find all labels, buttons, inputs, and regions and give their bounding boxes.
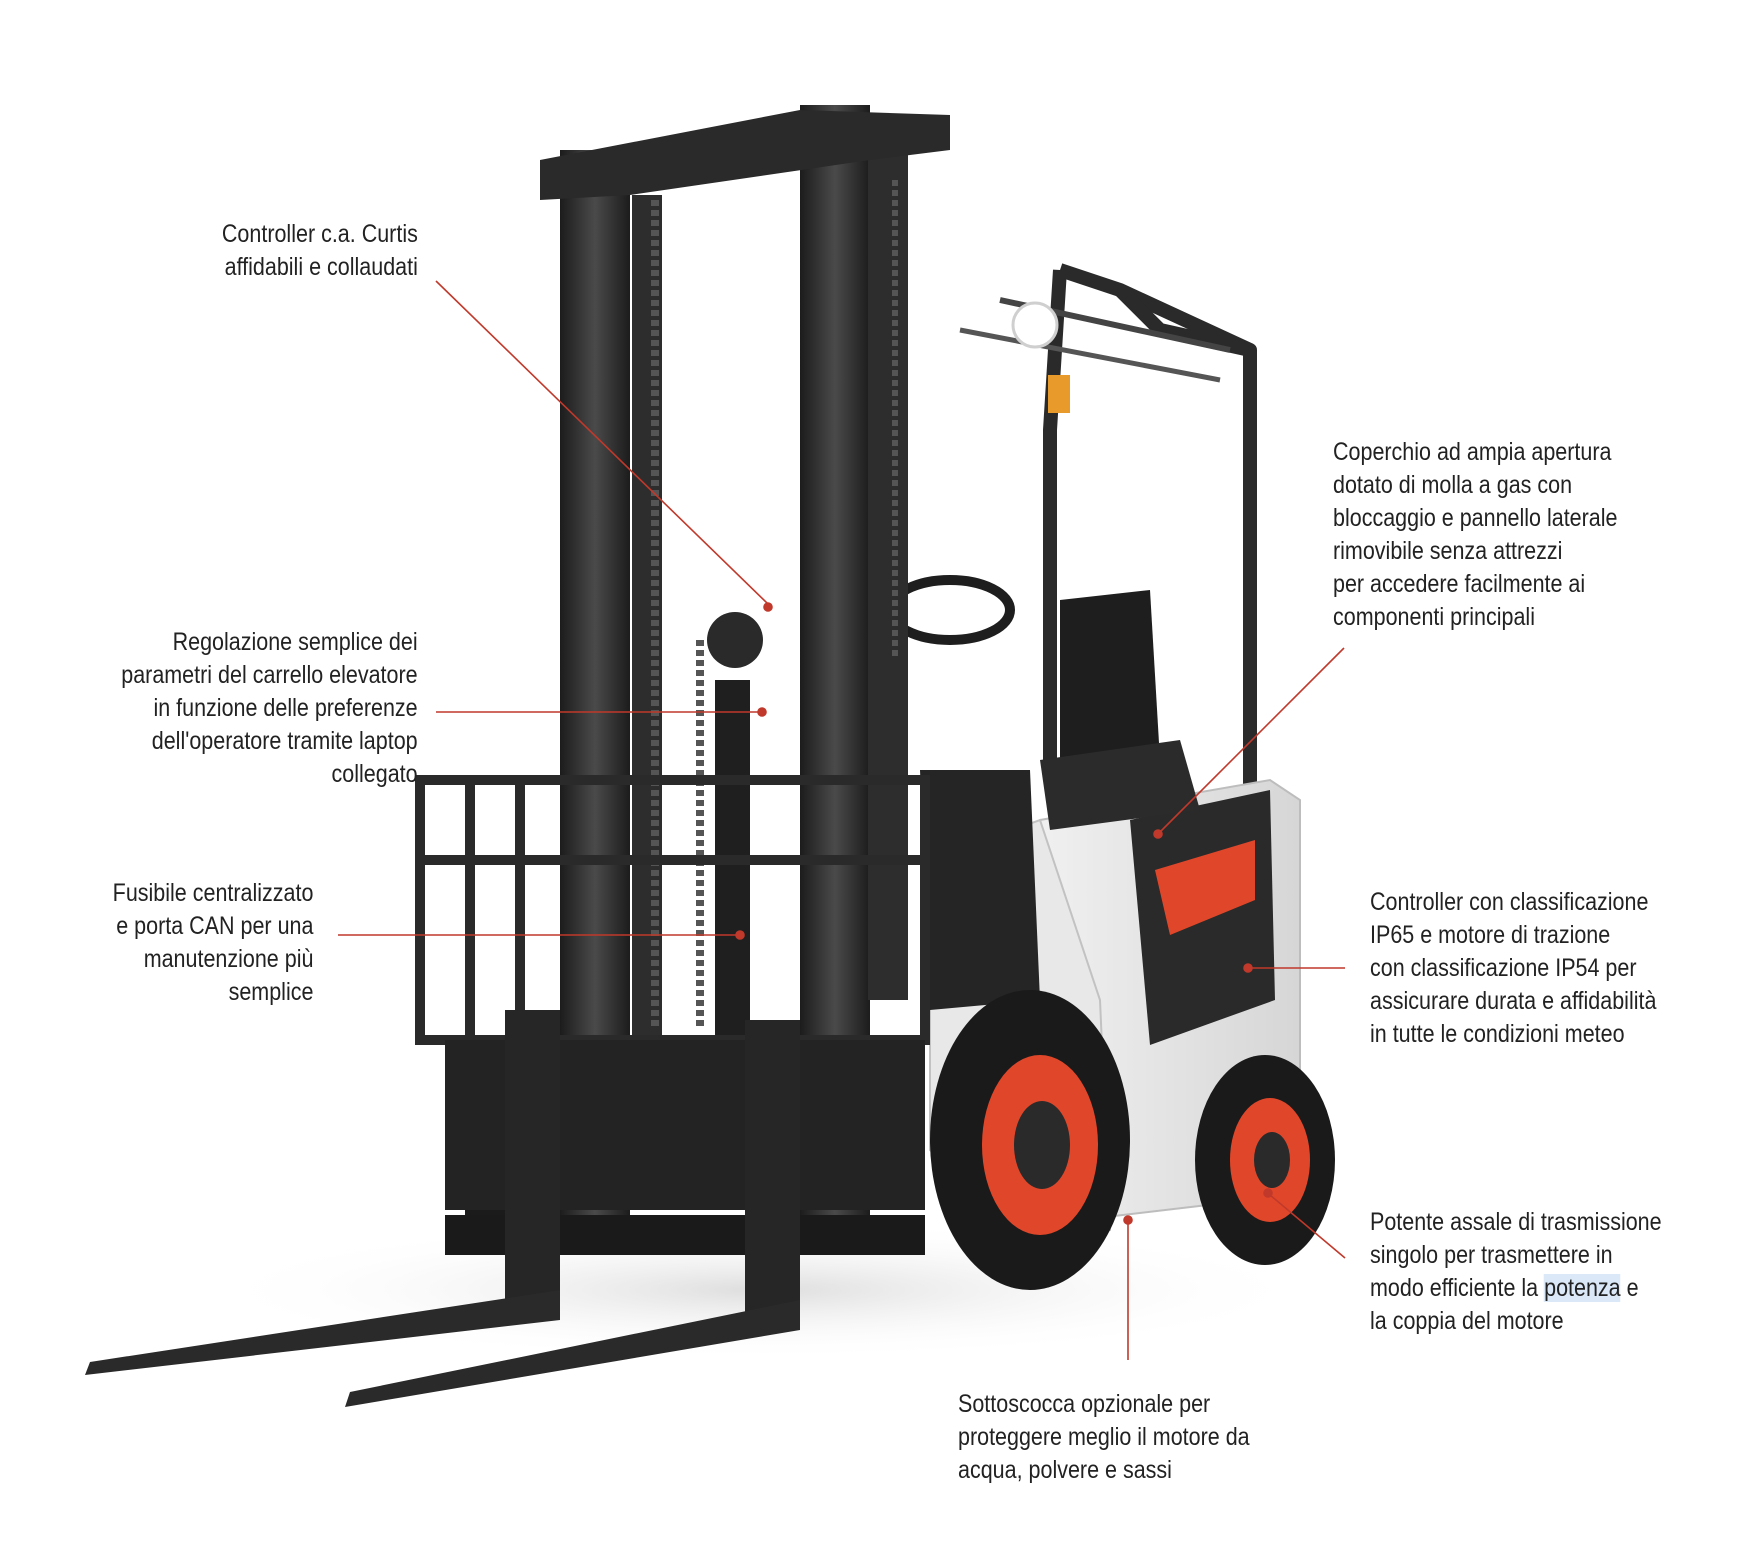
callout-axle-line: modo efficiente la potenza e [1370, 1272, 1662, 1305]
leader-curtis [435, 280, 769, 605]
callout-cover-line: rimovibile senza attrezzi [1333, 537, 1563, 565]
callout-fuse-line: Fusibile centralizzato [112, 879, 313, 907]
callout-curtis-line: Controller c.a. Curtis [222, 220, 418, 248]
fork-left [85, 1290, 560, 1375]
callout-curtis-line: affidabili e collaudati [224, 253, 418, 281]
orange-accent [1155, 840, 1255, 935]
chain-pulley [707, 612, 763, 668]
callout-axle-line: la coppia del motore [1370, 1307, 1564, 1335]
leader-dot-fuse [735, 930, 745, 940]
callout-undercarriage-line: proteggere meglio il motore da [958, 1423, 1250, 1451]
callout-laptop-line: in funzione delle preferenze [153, 694, 418, 722]
leader-dot-undercarriage [1123, 1215, 1133, 1225]
callout-axle-text: modo efficiente la [1370, 1274, 1545, 1302]
fork-left-shank [505, 1010, 560, 1300]
callout-cover-line: Coperchio ad ampia apertura [1333, 438, 1612, 466]
callout-ip65-line: assicurare durata e affidabilità [1370, 987, 1657, 1015]
callout-axle-line: singolo per trasmettere in [1370, 1241, 1613, 1269]
callout-laptop-line: dell'operatore tramite laptop [152, 727, 418, 755]
callout-axle-line: Potente assale di trasmissione [1370, 1208, 1662, 1236]
fork-right-shank [745, 1020, 800, 1320]
leader-dot-axle [1263, 1188, 1273, 1198]
callout-laptop-line: collegato [331, 760, 418, 788]
callout-ip65-line: IP65 e motore di trazione [1370, 921, 1611, 949]
callout-fuse-line: manutenzione più [143, 945, 313, 973]
leader-dot-laptop [757, 707, 767, 717]
callout-undercarriage-line: acqua, polvere e sassi [958, 1456, 1172, 1484]
callout-cover-line: componenti principali [1333, 603, 1535, 631]
callout-cover-line: dotato di molla a gas con [1333, 471, 1573, 499]
front-wheel [930, 990, 1130, 1290]
callout-ip65-line: Controller con classificazione [1370, 888, 1649, 916]
callout-fuse-line: semplice [228, 978, 313, 1006]
callout-ip65: Controller con classificazione IP65 e mo… [1370, 886, 1656, 1051]
callout-laptop-line: parametri del carrello elevatore [121, 661, 418, 689]
fork-right [345, 1300, 800, 1407]
callout-axle: Potente assale di trasmissione singolo p… [1370, 1206, 1662, 1338]
front-plate [920, 770, 1040, 1010]
headlight [1011, 301, 1059, 349]
leader-dot-ip65 [1243, 963, 1253, 973]
callout-axle-text: e [1620, 1274, 1639, 1302]
beacon [1048, 375, 1070, 413]
operator-seat [1060, 590, 1160, 780]
callout-cover: Coperchio ad ampia apertura dotato di mo… [1333, 436, 1617, 634]
callout-undercarriage-line: Sottoscocca opzionale per [958, 1390, 1211, 1418]
callout-laptop: Regolazione semplice dei parametri del c… [122, 626, 418, 791]
mast-top-bar [540, 110, 950, 200]
callout-fuse-line: e porta CAN per una [115, 912, 313, 940]
seat-base [1040, 740, 1200, 830]
lift-cylinder [715, 680, 750, 1060]
callout-fuse: Fusibile centralizzato e porta CAN per u… [112, 877, 313, 1009]
callout-ip65-line: in tutte le condizioni meteo [1370, 1020, 1625, 1048]
leader-dot-cover [1153, 829, 1163, 839]
mast-right-inner [868, 130, 908, 1000]
leader-dot-curtis [763, 602, 773, 612]
callout-cover-line: bloccaggio e pannello laterale [1333, 504, 1618, 532]
callout-undercarriage: Sottoscocca opzionale per proteggere meg… [958, 1388, 1250, 1487]
leader-axle [1269, 1194, 1346, 1259]
callout-laptop-line: Regolazione semplice dei [172, 628, 418, 656]
callout-cover-line: per accedere facilmente ai [1333, 570, 1586, 598]
guard-strut [959, 327, 1221, 383]
callout-curtis: Controller c.a. Curtis affidabili e coll… [222, 218, 418, 284]
callout-axle-highlight: potenza [1544, 1274, 1621, 1302]
rear-wheel [1195, 1055, 1335, 1265]
leader-cover [1159, 647, 1345, 833]
leader-lines [338, 280, 1346, 1360]
callout-ip65-line: con classificazione IP54 per [1370, 954, 1637, 982]
